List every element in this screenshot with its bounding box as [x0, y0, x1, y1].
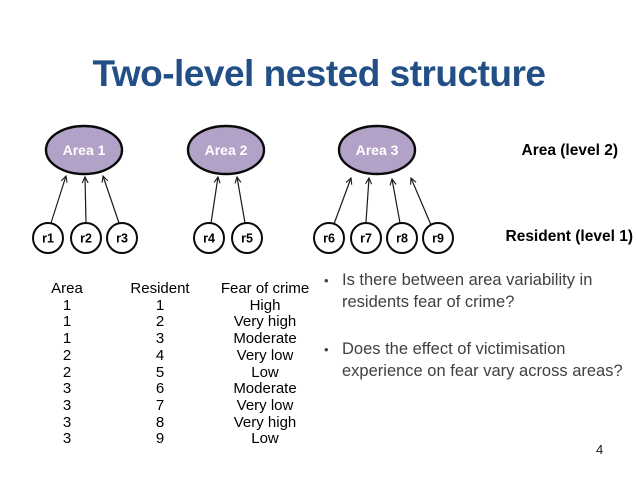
- table-row: 3 9 Low: [30, 431, 314, 448]
- column-header-resident: Resident: [130, 280, 190, 297]
- table-row: 1 1 High: [30, 296, 314, 315]
- bullet-item: • Is there between area variability in r…: [324, 270, 636, 313]
- resident-r7-node: r7: [350, 222, 382, 254]
- arrow-r1-to-area1: [50, 174, 68, 224]
- cell-fear: Low: [251, 430, 279, 448]
- nested-structure-diagram: Area 1 Area 2 Area 3 r1 r2 r3 r4: [32, 124, 454, 254]
- resident-r4-label: r4: [203, 232, 215, 246]
- area-3-node: Area 3: [337, 124, 417, 176]
- area-level-label: Area (level 2): [521, 142, 619, 159]
- slide-title: Two-level nested structure: [92, 52, 546, 94]
- bullet-item: • Does the effect of victimisation exper…: [324, 339, 636, 382]
- table-row: 2 4 Very low: [30, 346, 314, 365]
- resident-r9-node: r9: [422, 222, 454, 254]
- cell-resident: 4: [155, 346, 165, 364]
- arrow-r9-to-area3: [410, 176, 432, 226]
- cell-resident: 8: [155, 413, 165, 431]
- cell-fear: Very high: [233, 413, 297, 431]
- resident-r2-label: r2: [80, 232, 92, 246]
- table-row: 1 3 Moderate: [30, 330, 314, 348]
- resident-r8-node: r8: [386, 222, 418, 254]
- resident-r9-label: r9: [432, 232, 444, 246]
- cell-resident: 6: [155, 380, 165, 398]
- cell-area: 2: [62, 346, 72, 364]
- column-header-area: Area: [51, 280, 83, 297]
- cell-area: 1: [62, 296, 72, 314]
- cell-area: 3: [62, 413, 72, 431]
- resident-r3-node: r3: [106, 222, 138, 254]
- arrow-r7-to-area3: [365, 176, 373, 223]
- arrow-r8-to-area3: [389, 177, 401, 224]
- cell-area: 3: [62, 380, 72, 398]
- cell-area: 3: [62, 396, 72, 414]
- table-row: 3 8 Very high: [30, 413, 314, 432]
- cell-fear: Very low: [236, 396, 294, 414]
- arrow-r4-to-area2: [210, 175, 221, 224]
- area-3-label: Area 3: [356, 142, 399, 158]
- cell-fear: High: [249, 296, 281, 314]
- cell-area: 1: [62, 313, 72, 331]
- resident-r5-node: r5: [231, 222, 263, 254]
- arrow-r2-to-area1: [81, 175, 89, 223]
- table-row: 2 5 Low: [30, 363, 314, 382]
- table-row: 3 7 Very low: [30, 396, 314, 415]
- cell-area: 1: [62, 330, 72, 348]
- cell-resident: 1: [155, 296, 165, 314]
- arrow-r6-to-area3: [333, 176, 353, 225]
- bullet-dot-icon: •: [324, 273, 329, 288]
- cell-fear: Moderate: [233, 380, 297, 398]
- cell-fear: Moderate: [233, 330, 297, 348]
- bullet-dot-icon: •: [324, 342, 329, 357]
- resident-r2-node: r2: [70, 222, 102, 254]
- resident-r1-node: r1: [32, 222, 64, 254]
- resident-r3-label: r3: [116, 232, 128, 246]
- bullet-text: Does the effect of victimisation experie…: [342, 340, 623, 380]
- cell-resident: 2: [155, 313, 165, 331]
- resident-r8-label: r8: [396, 232, 408, 246]
- arrow-r5-to-area2: [234, 175, 246, 224]
- data-table: Area Resident Fear of crime 1 1 High 1 2…: [30, 280, 314, 448]
- resident-r1-label: r1: [42, 232, 54, 246]
- resident-r4-node: r4: [193, 222, 225, 254]
- cell-fear: Very low: [236, 346, 294, 364]
- cell-fear: Low: [251, 363, 279, 381]
- arrow-r3-to-area1: [101, 174, 120, 224]
- table-row: 3 6 Moderate: [30, 381, 314, 398]
- resident-r6-label: r6: [323, 232, 335, 246]
- cell-resident: 5: [155, 363, 165, 381]
- cell-area: 3: [62, 430, 72, 448]
- resident-r5-label: r5: [241, 232, 253, 246]
- resident-r7-label: r7: [360, 232, 372, 246]
- area-1-label: Area 1: [63, 142, 106, 158]
- cell-resident: 9: [155, 430, 165, 448]
- cell-resident: 7: [155, 396, 165, 414]
- cell-resident: 3: [155, 330, 165, 348]
- area-1-node: Area 1: [44, 124, 124, 176]
- cell-fear: Very high: [233, 313, 297, 331]
- resident-r6-node: r6: [313, 222, 345, 254]
- table-header-row: Area Resident Fear of crime: [30, 280, 314, 298]
- bullet-list: • Is there between area variability in r…: [324, 270, 636, 408]
- cell-area: 2: [62, 363, 72, 381]
- page-number: 4: [596, 442, 604, 457]
- area-2-label: Area 2: [205, 142, 248, 158]
- bullet-text: Is there between area variability in res…: [342, 271, 593, 311]
- area-2-node: Area 2: [186, 124, 266, 176]
- column-header-fear-of-crime: Fear of crime: [220, 280, 310, 297]
- table-row: 1 2 Very high: [30, 314, 314, 331]
- resident-level-label: Resident (level 1): [505, 228, 634, 245]
